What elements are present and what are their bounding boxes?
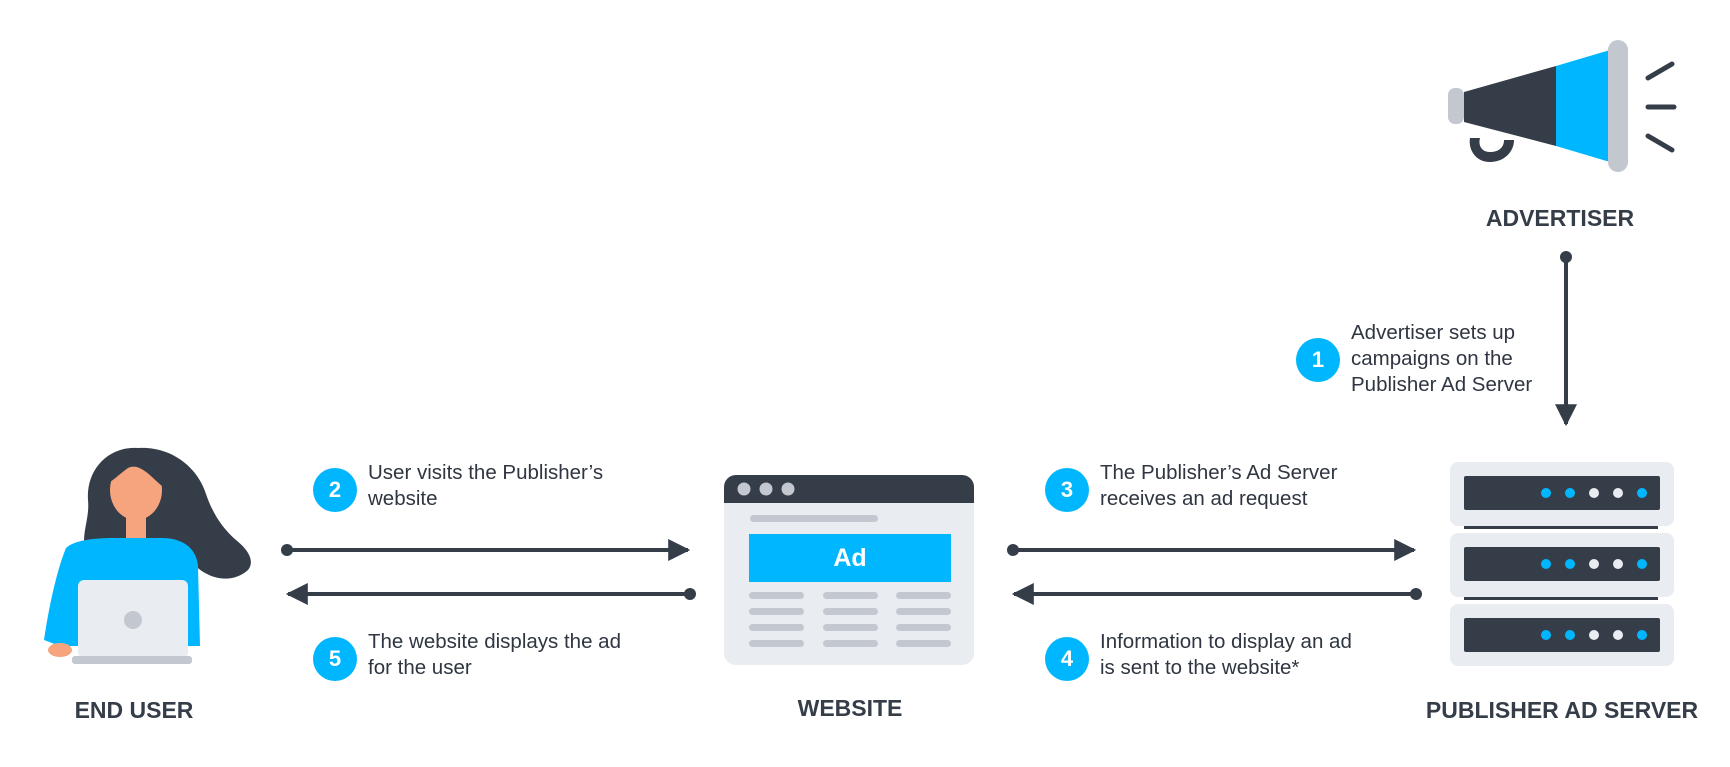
step-2: 2 User visits the Publisher’s website — [313, 460, 603, 512]
step-5-badge: 5 — [313, 637, 357, 681]
step-5: 5 The website displays the ad for the us… — [313, 629, 621, 681]
end-user-label: END USER — [75, 697, 194, 723]
megaphone-icon — [1448, 40, 1677, 172]
step-3: 3 The Publisher’s Ad Server receives an … — [1045, 460, 1337, 512]
advertiser-label: ADVERTISER — [1486, 205, 1635, 231]
step-3-badge: 3 — [1045, 468, 1089, 512]
ad-banner-text: Ad — [833, 544, 866, 572]
step-1-badge: 1 — [1296, 338, 1340, 382]
publisher-ad-server-label: PUBLISHER AD SERVER — [1426, 697, 1699, 723]
step-4-badge: 4 — [1045, 637, 1089, 681]
ad-banner — [749, 534, 951, 582]
step-2-text: User visits the Publisher’s website — [368, 461, 604, 510]
step-3-text: The Publisher’s Ad Server receives an ad… — [1100, 461, 1338, 510]
step-1-text: Advertiser sets up campaigns on the Publ… — [1351, 321, 1533, 396]
step-4-text: Information to display an ad is sent to … — [1100, 630, 1352, 679]
person-with-laptop-icon — [44, 447, 251, 664]
step-5-text: The website displays the ad for the user — [368, 630, 621, 679]
step-4: 4 Information to display an ad is sent t… — [1045, 629, 1352, 681]
browser-window-icon — [724, 475, 974, 665]
website-label: WEBSITE — [798, 695, 903, 721]
step-1: 1 Advertiser sets up campaigns on the Pu… — [1296, 320, 1532, 398]
server-rack-icon — [1450, 462, 1674, 666]
step-2-badge: 2 — [313, 468, 357, 512]
